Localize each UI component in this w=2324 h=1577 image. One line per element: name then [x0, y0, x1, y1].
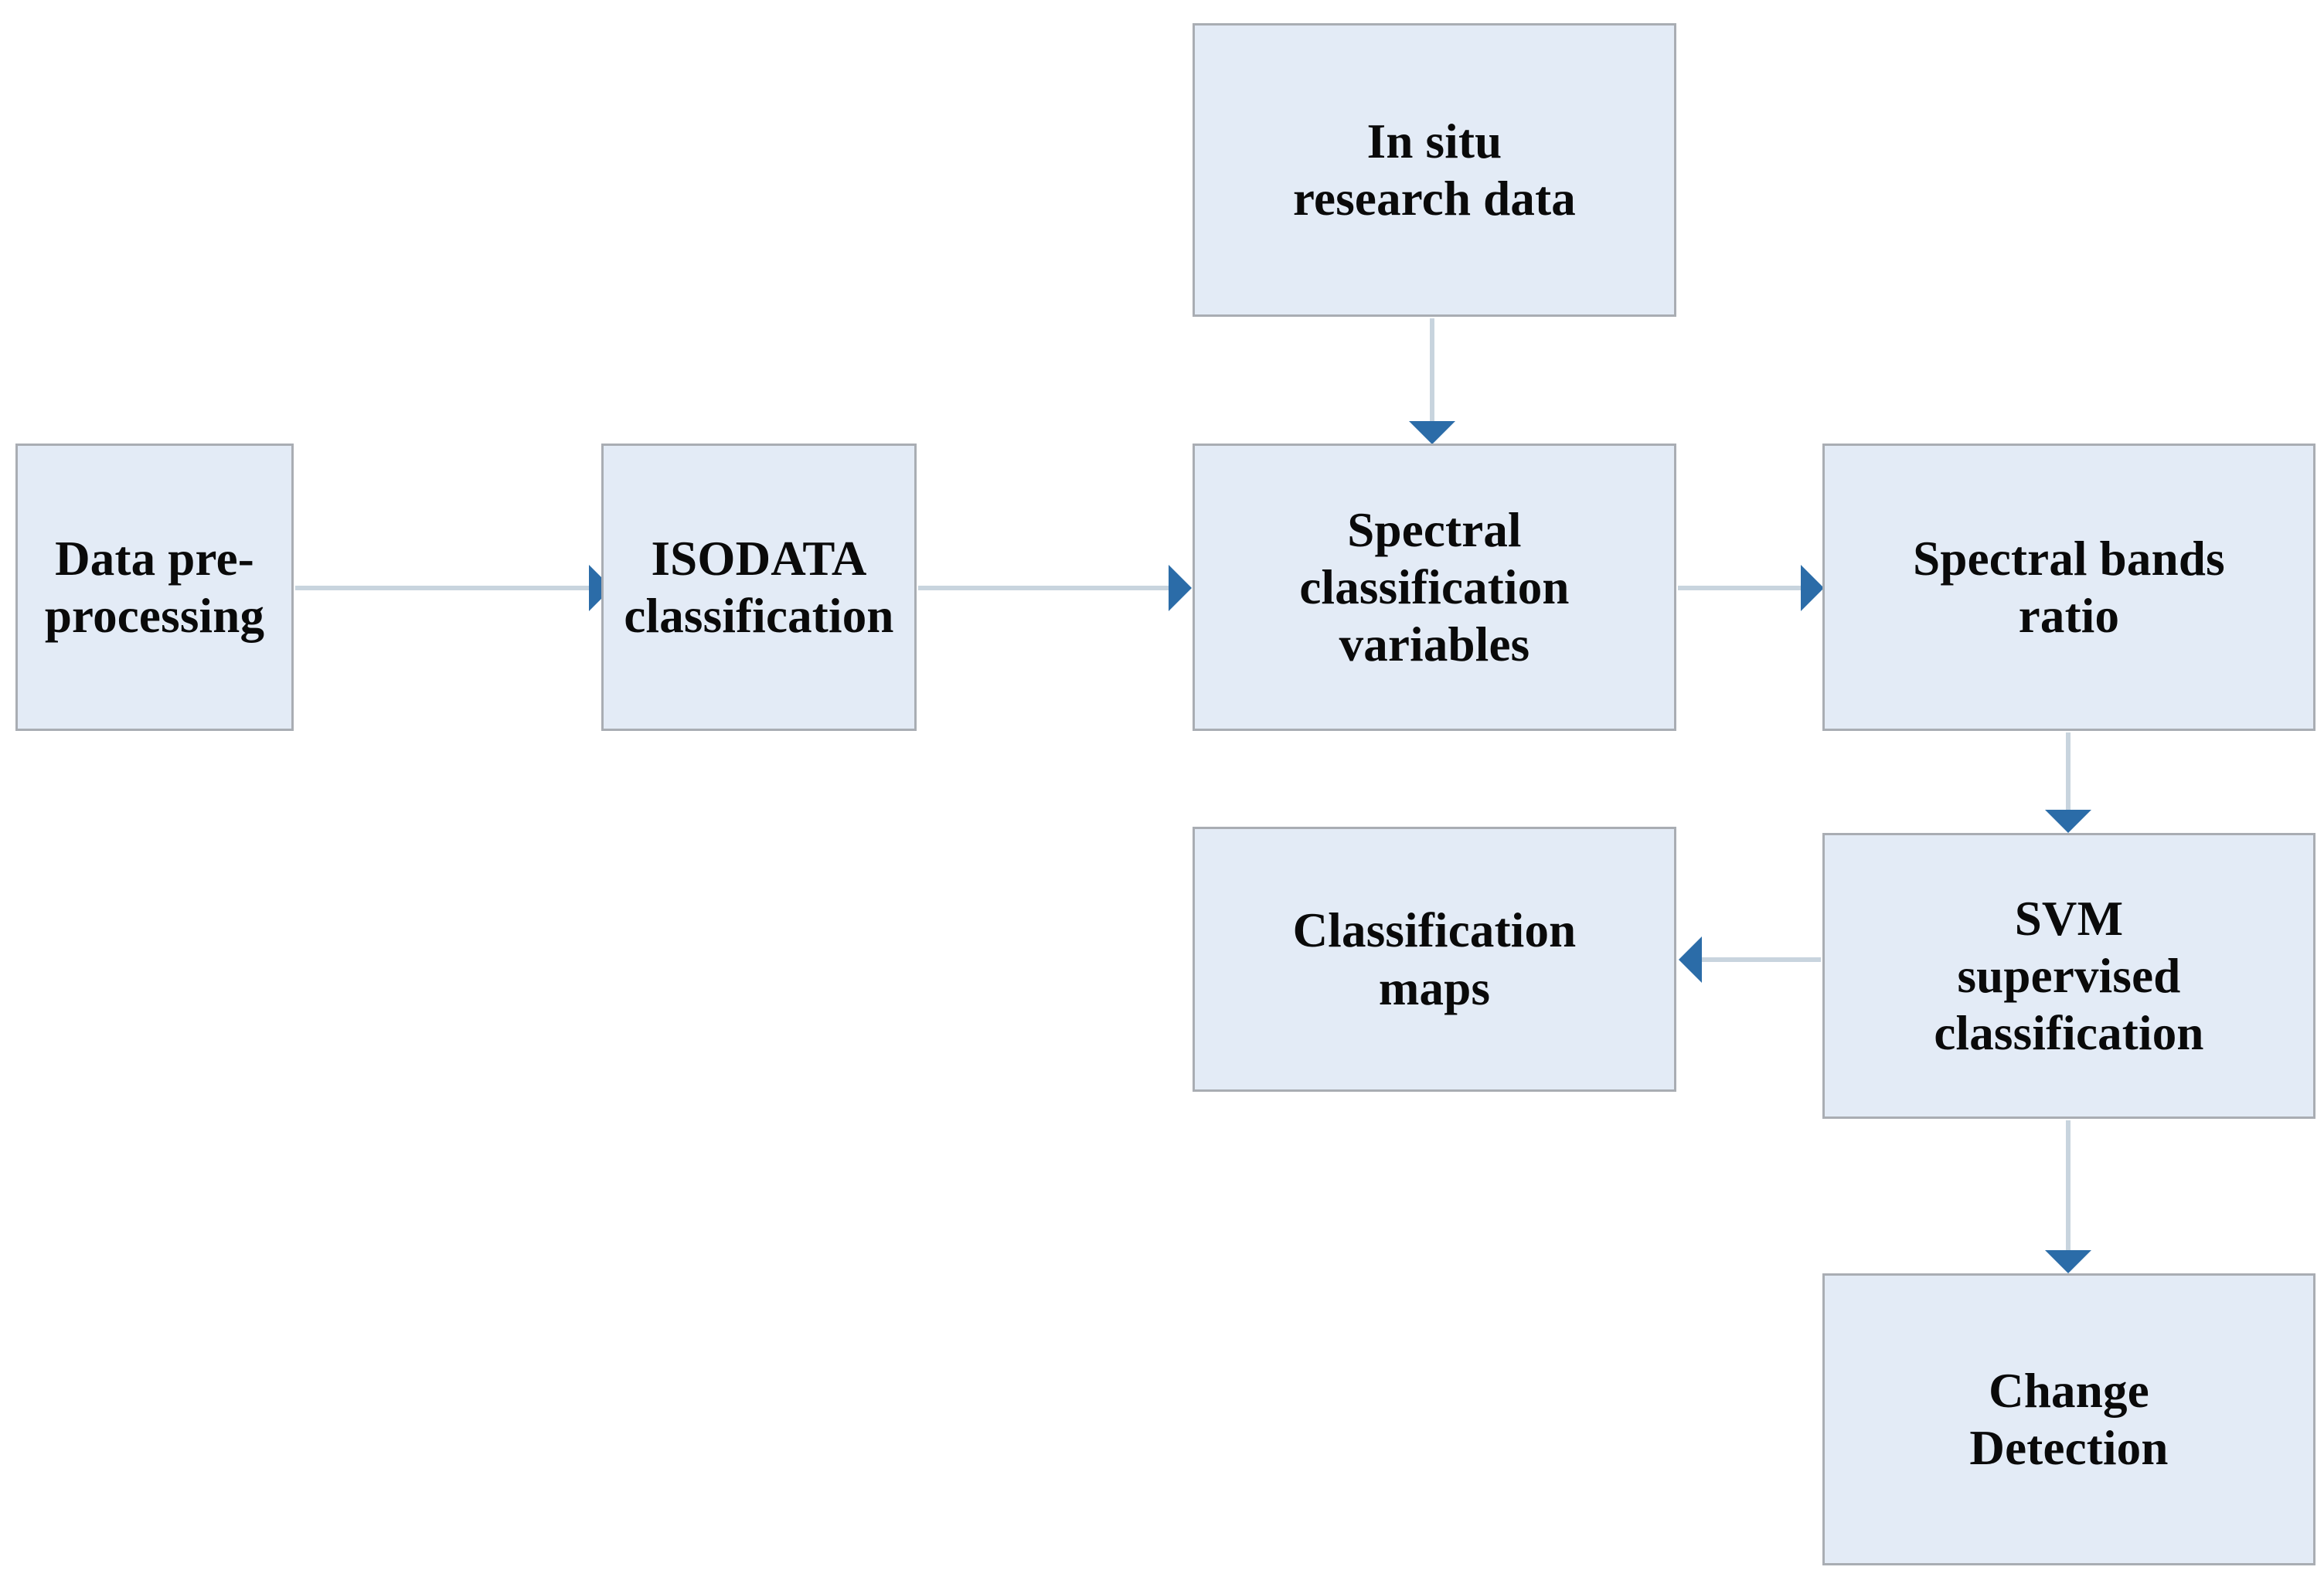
node-svm-supervised-classification-label: SVM supervised classification — [1934, 891, 2204, 1061]
edge-bands-ratio-to-svm — [2045, 732, 2091, 833]
node-data-preprocessing-label: Data pre- processing — [44, 531, 265, 643]
node-classification-maps[interactable]: Classification maps — [1193, 827, 1676, 1092]
node-spectral-classification-variables-label: Spectral classification variables — [1299, 502, 1570, 672]
node-spectral-classification-variables[interactable]: Spectral classification variables — [1193, 444, 1676, 731]
node-spectral-bands-ratio-label: Spectral bands ratio — [1913, 531, 2225, 643]
node-change-detection[interactable]: Change Detection — [1822, 1273, 2315, 1565]
edge-isodata-to-spectral-variables — [918, 565, 1192, 611]
node-spectral-bands-ratio[interactable]: Spectral bands ratio — [1822, 444, 2315, 731]
node-isodata-classification[interactable]: ISODATA classification — [601, 444, 917, 731]
node-classification-maps-label: Classification maps — [1292, 903, 1577, 1015]
edge-data-preprocessing-to-isodata — [295, 565, 612, 611]
node-isodata-classification-label: ISODATA classification — [624, 531, 894, 643]
edge-in-situ-to-spectral-variables — [1409, 318, 1455, 444]
node-data-preprocessing[interactable]: Data pre- processing — [15, 444, 294, 731]
edge-svm-to-classification-maps — [1679, 936, 1821, 983]
node-in-situ-research-data-label: In situ research data — [1293, 114, 1576, 226]
node-change-detection-label: Change Detection — [1969, 1363, 2169, 1475]
edge-spectral-variables-to-bands-ratio — [1678, 565, 1824, 611]
node-svm-supervised-classification[interactable]: SVM supervised classification — [1822, 833, 2315, 1119]
edge-svm-to-change-detection — [2045, 1120, 2091, 1273]
node-in-situ-research-data[interactable]: In situ research data — [1193, 23, 1676, 317]
